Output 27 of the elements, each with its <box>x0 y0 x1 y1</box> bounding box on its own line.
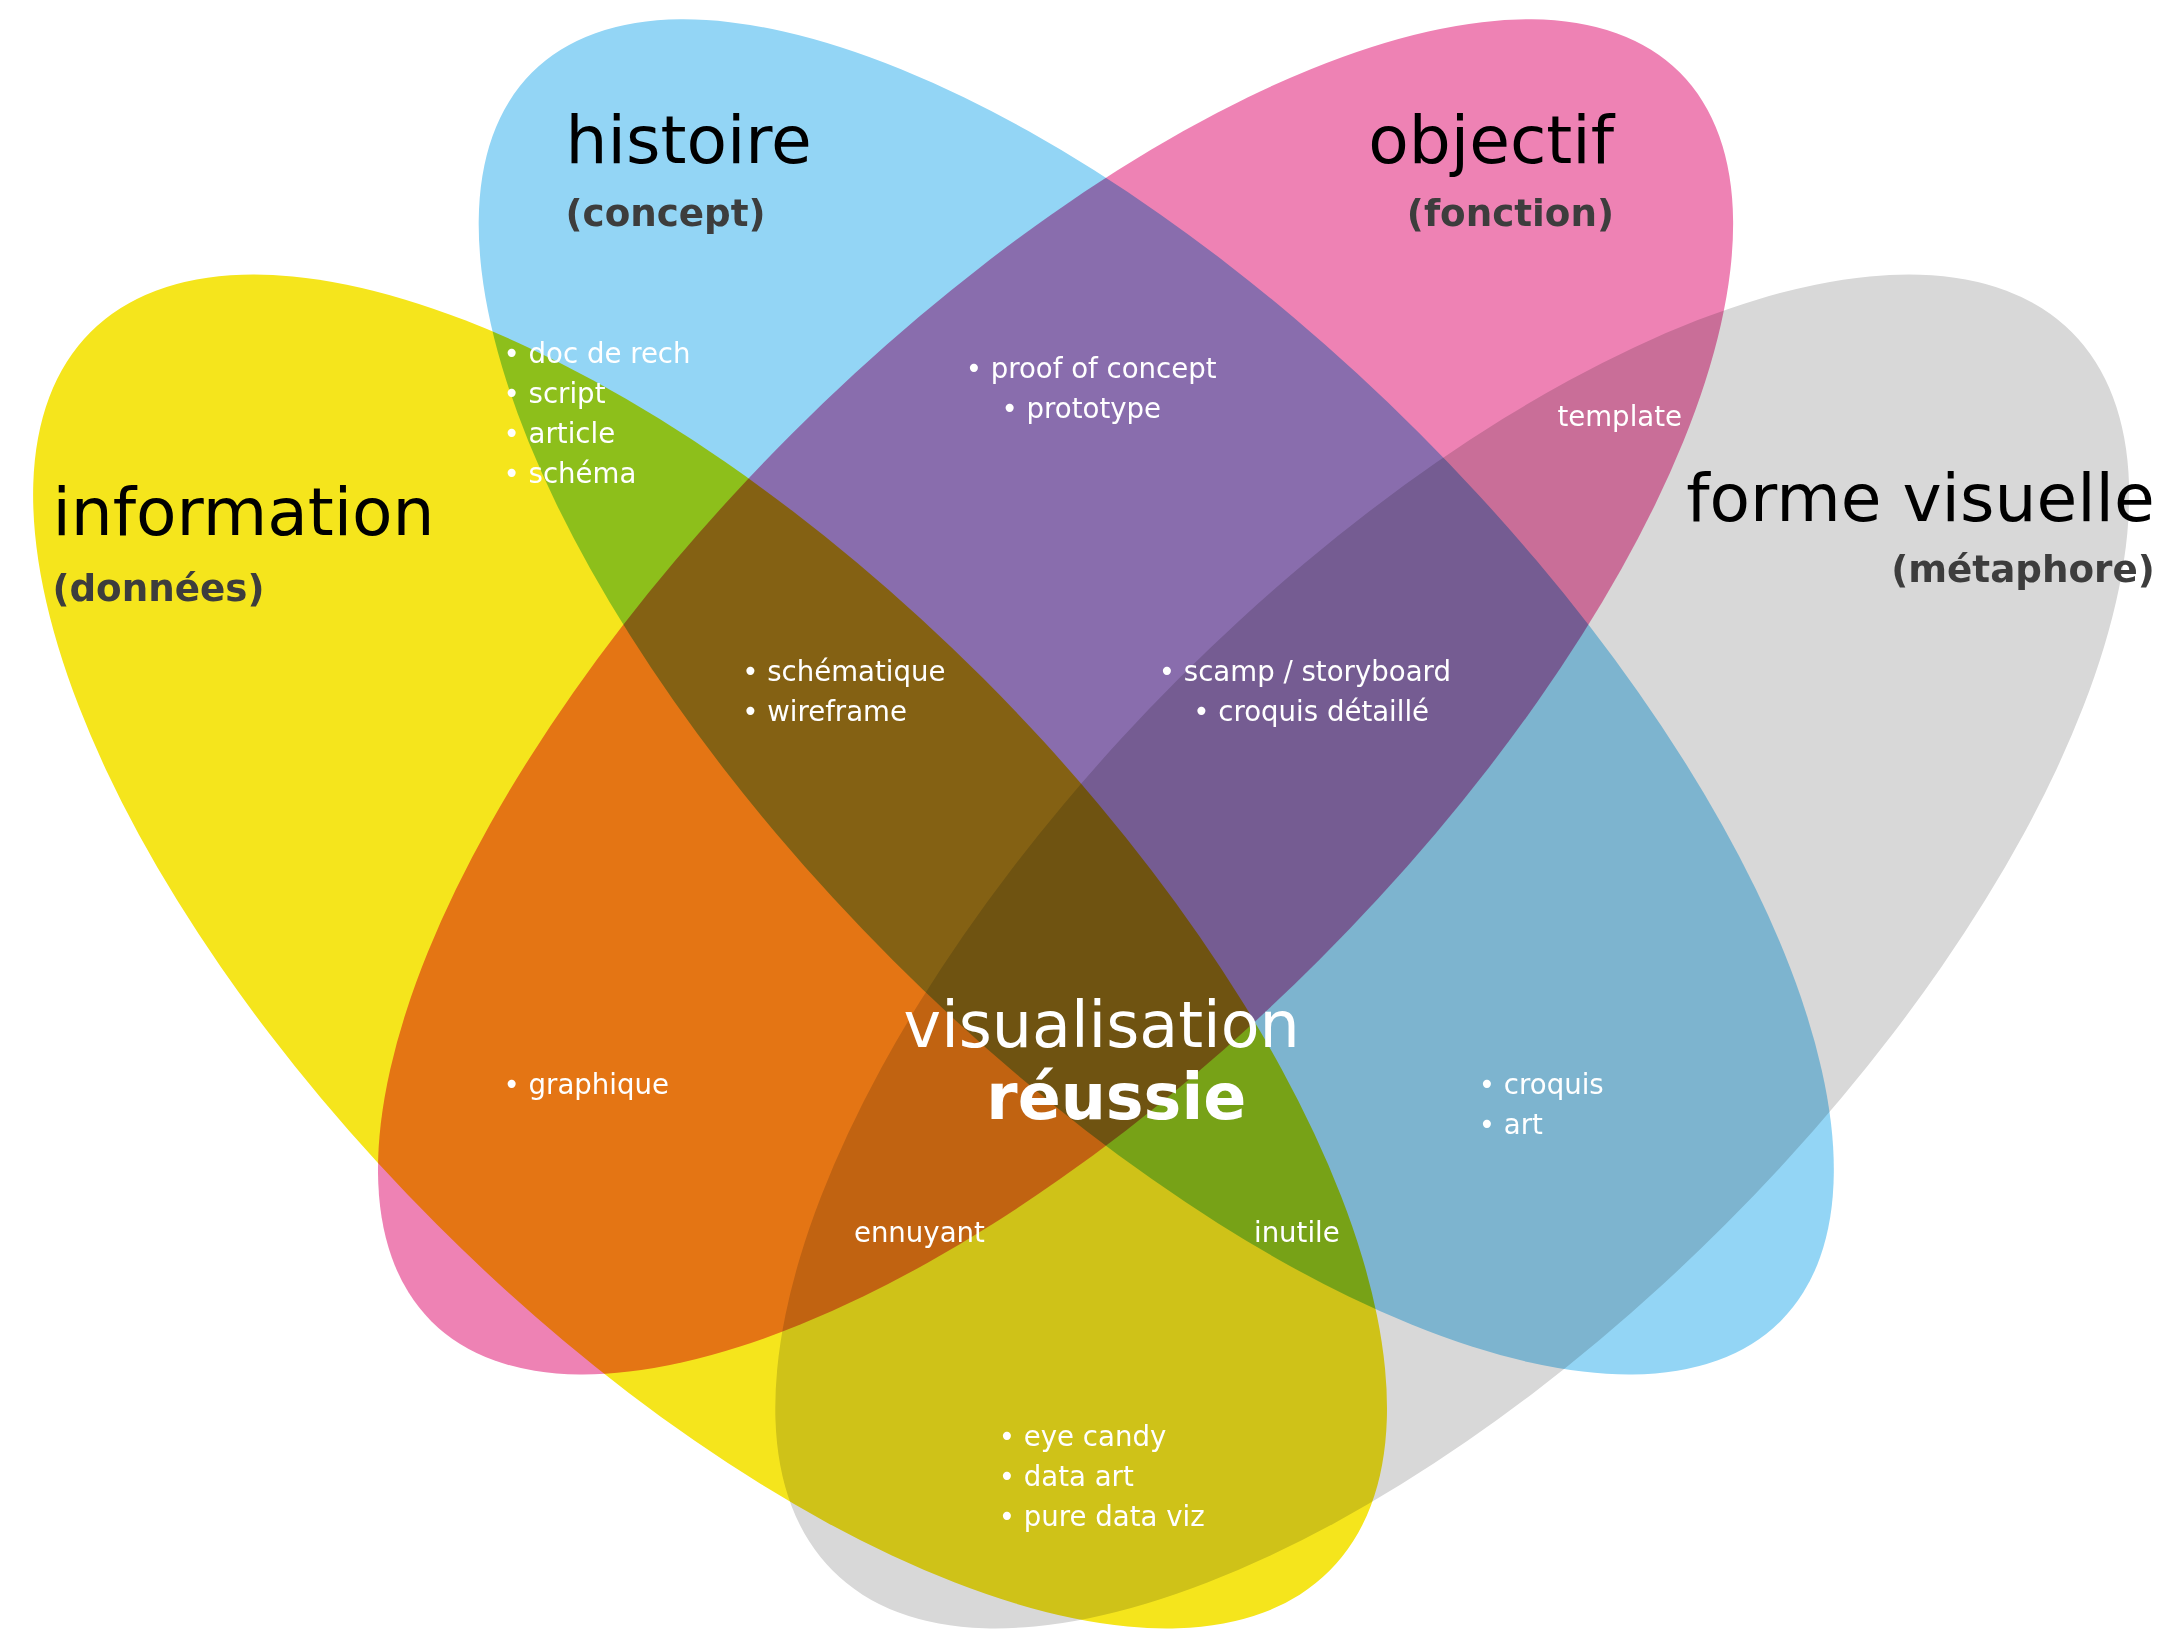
region-label: inutile <box>1253 1216 1340 1248</box>
region-label: • schématique <box>742 656 946 687</box>
region-label: • eye candy <box>998 1420 1167 1452</box>
set-title: information <box>52 475 435 549</box>
region-label: • pure data viz <box>998 1500 1205 1532</box>
region-label: • scamp / storyboard <box>1158 656 1451 687</box>
region-label: • proof of concept <box>965 353 1217 384</box>
region-label: • prototype <box>1001 393 1161 424</box>
region-label: • data art <box>998 1460 1134 1492</box>
set-subtitle: (données) <box>52 568 265 610</box>
set-subtitle: (concept) <box>565 193 766 235</box>
set-title: histoire <box>565 103 812 177</box>
set-title: forme visuelle <box>1686 462 2155 535</box>
region-label: template <box>1557 401 1682 432</box>
region-label: ennuyant <box>853 1216 985 1248</box>
region-label: • script <box>503 378 606 409</box>
set-subtitle: (métaphore) <box>1891 549 2155 590</box>
region-label: • croquis <box>1478 1069 1604 1100</box>
region-label: • croquis détaillé <box>1193 696 1430 727</box>
region-label: • article <box>503 418 616 449</box>
set-subtitle: (fonction) <box>1406 193 1614 235</box>
center-label: réussie <box>986 1062 1247 1132</box>
region-label: • graphique <box>503 1069 669 1100</box>
set-title: objectif <box>1368 103 1614 177</box>
region-label: • art <box>1478 1109 1543 1140</box>
region-label: • wireframe <box>742 696 907 727</box>
region-label: • schéma <box>503 458 637 489</box>
